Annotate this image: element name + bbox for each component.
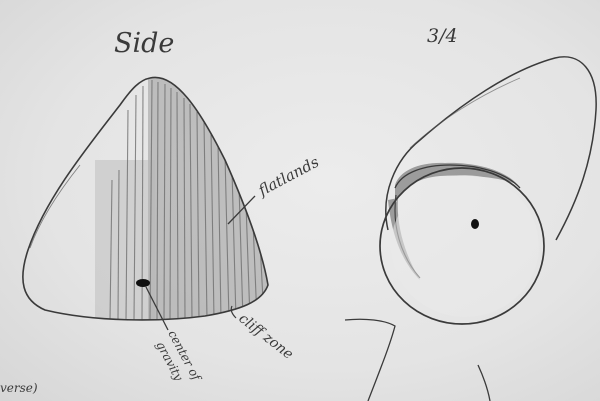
side-view-drawing bbox=[22, 76, 269, 321]
cone-shell-outline bbox=[385, 56, 597, 241]
partial-sketch-line-right bbox=[477, 364, 491, 401]
cliff-zone-pointer bbox=[230, 305, 237, 319]
three-quarter-view-drawing bbox=[379, 56, 597, 325]
flatlands-pointer bbox=[227, 195, 256, 225]
center-of-gravity-dot bbox=[136, 279, 150, 287]
three-quarter-center-dot bbox=[471, 219, 479, 229]
flatlands-label: flatlands bbox=[255, 153, 323, 200]
side-view-outline bbox=[22, 76, 269, 321]
side-title: Side bbox=[114, 28, 174, 59]
cliff-zone-label: cliff zone bbox=[236, 311, 297, 363]
center-of-gravity-pointer bbox=[145, 286, 169, 331]
edge-text-fragment: verse) bbox=[0, 381, 38, 395]
partial-sketch-line-left bbox=[344, 318, 396, 401]
three-quarter-title: 3/4 bbox=[427, 25, 458, 47]
cone-opening-ellipse bbox=[379, 167, 545, 325]
